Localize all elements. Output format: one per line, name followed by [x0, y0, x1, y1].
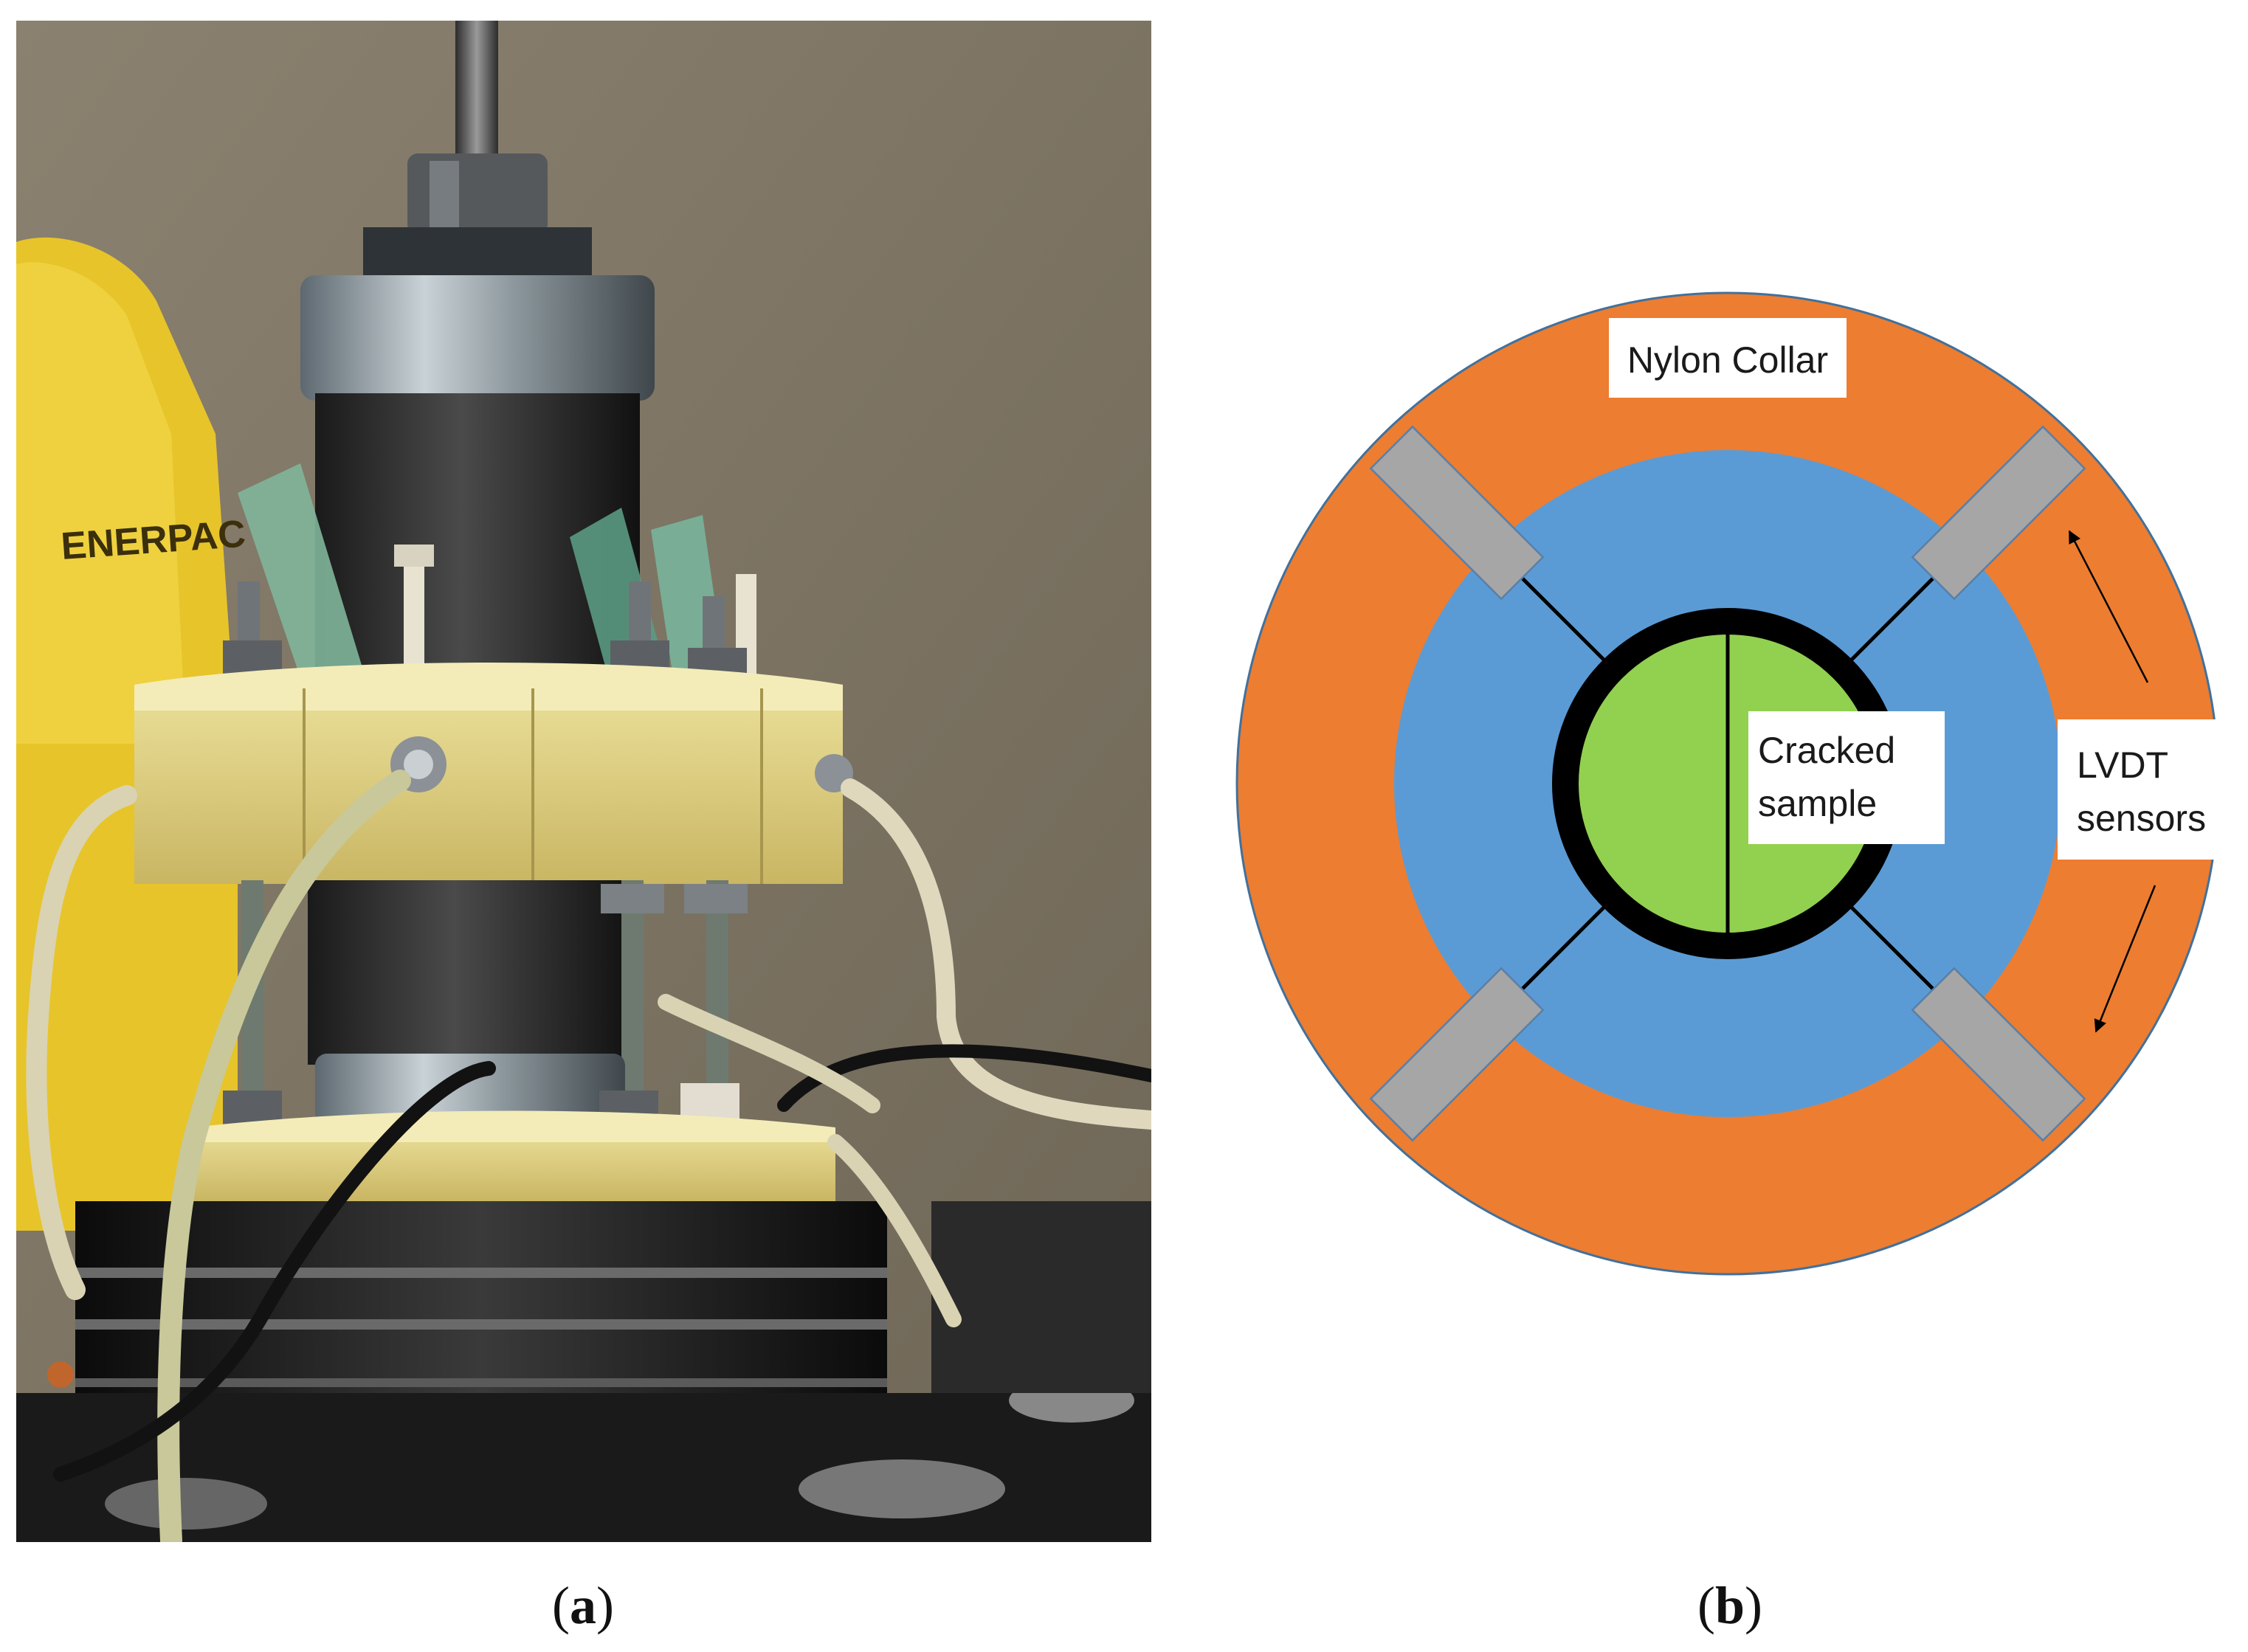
nylon-collar-label-box — [1609, 318, 1847, 398]
test-rig-photo: ENERPAC — [16, 21, 1161, 1552]
lvdt-collar-diagram: Nylon Collar Cracked sample LVDT sensors — [1235, 291, 2244, 1276]
cracked-sample-label-line2: sample — [1758, 783, 1877, 824]
cracked-sample-label-line1: Cracked — [1758, 730, 1895, 771]
caption-a: (a) — [552, 1576, 614, 1635]
diagram-panel-b: Nylon Collar Cracked sample LVDT sensors — [1196, 280, 2248, 1328]
sensor-connector-lines — [1514, 570, 1941, 997]
lvdt-sensors-label-box — [2058, 719, 2244, 860]
lvdt-sensor-top-left — [1369, 425, 1545, 601]
lvdt-sensors-label-line1: LVDT — [2077, 744, 2168, 786]
arrow-to-bottom-right-sensor — [2094, 885, 2156, 1033]
cracked-sample-label-box — [1748, 711, 1945, 844]
caption-b: (b) — [1697, 1576, 1763, 1635]
lvdt-sensors-label-line2: sensors — [2077, 798, 2206, 839]
arrow-to-top-right-sensor — [2068, 530, 2149, 683]
lvdt-sensor-bottom-right — [1911, 967, 2086, 1142]
lvdt-sensor-top-right — [1911, 425, 2086, 601]
lvdt-sensor-bottom-left — [1369, 967, 1545, 1142]
caption-a-letter: a — [569, 1576, 596, 1635]
caption-b-letter: b — [1714, 1576, 1745, 1635]
photo-panel-a: ENERPAC — [16, 21, 1161, 1552]
nylon-collar-label: Nylon Collar — [1627, 339, 1828, 381]
